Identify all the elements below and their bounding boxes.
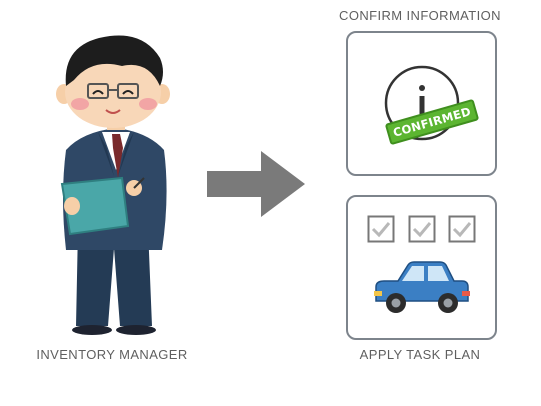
- task-plan-panel-title: APPLY TASK PLAN: [359, 347, 481, 362]
- inventory-manager-illustration: [52, 28, 182, 338]
- checkbox-checked-icon: [448, 215, 476, 243]
- businessman-with-clipboard-icon: [56, 35, 170, 335]
- flow-arrow: [207, 151, 305, 217]
- arrow-right-icon: [207, 151, 305, 217]
- persona-label: INVENTORY MANAGER: [36, 347, 188, 362]
- confirm-panel-title: CONFIRM INFORMATION: [339, 8, 501, 23]
- task-plan-panel: [346, 195, 497, 340]
- confirm-panel: CONFIRMED: [346, 31, 497, 176]
- checkbox-checked-icon: [367, 215, 395, 243]
- car-icon: [372, 257, 472, 317]
- checkbox-checked-icon: [408, 215, 436, 243]
